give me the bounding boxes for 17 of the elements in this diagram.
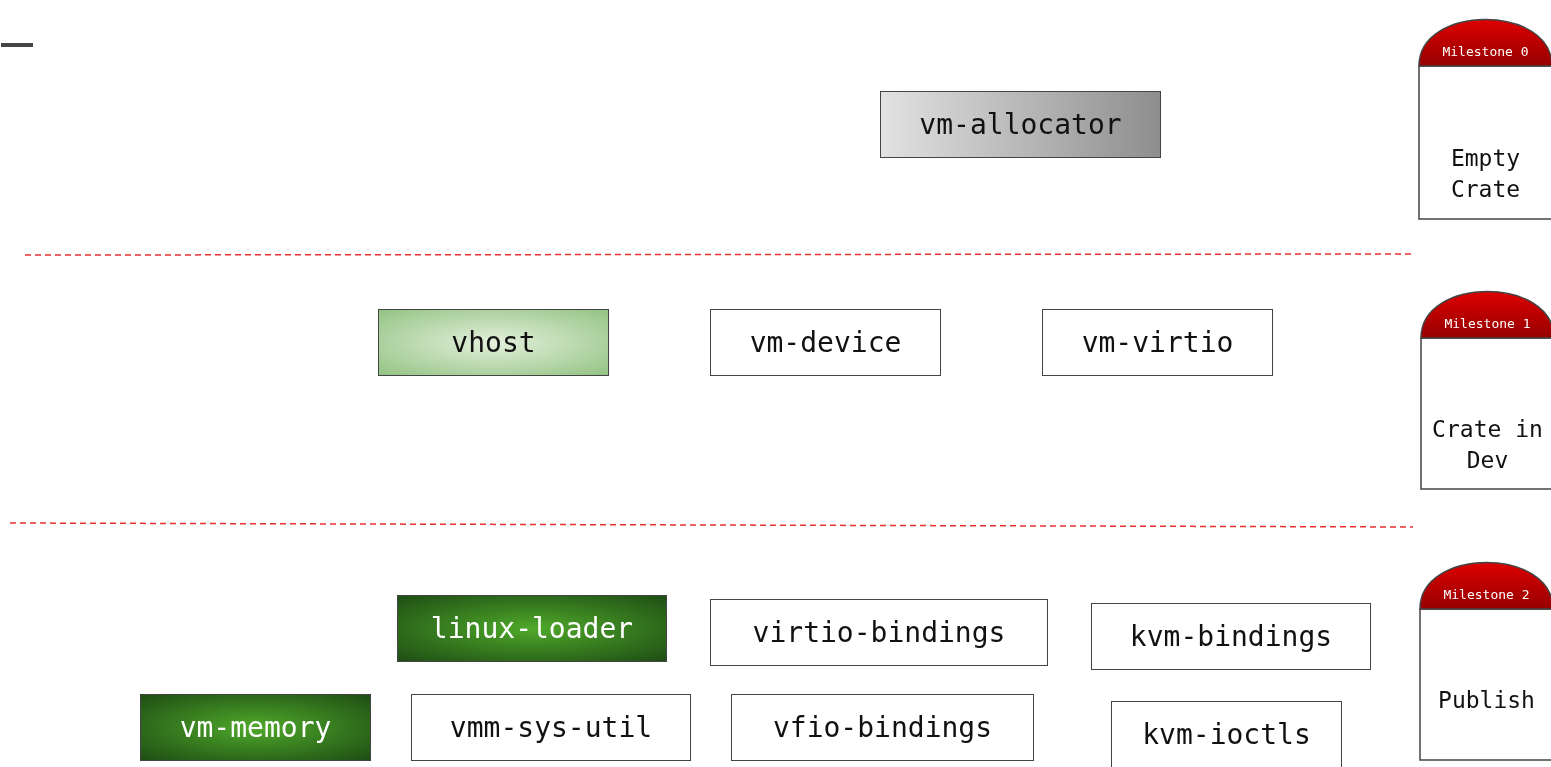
milestone-title: Milestone 2 (1442, 587, 1531, 602)
crate-box: vhost (378, 309, 609, 376)
crate-box: vm-allocator (880, 91, 1161, 158)
crate-box: vm-virtio (1042, 309, 1273, 376)
crate-box: virtio-bindings (710, 599, 1048, 666)
milestone-title: Milestone 1 (1443, 316, 1532, 331)
crate-box: kvm-bindings (1091, 603, 1371, 670)
crate-box: vm-memory (140, 694, 371, 761)
crate-box: vfio-bindings (731, 694, 1034, 761)
milestone-text: Crate in Dev (1431, 415, 1544, 475)
milestone-title: Milestone 0 (1441, 44, 1530, 59)
crate-box: linux-loader (397, 595, 667, 662)
crate-box: kvm-ioctls (1111, 701, 1342, 767)
crate-box: vmm-sys-util (411, 694, 691, 761)
crate-box: vm-device (710, 309, 941, 376)
milestone-text: Empty Crate (1449, 144, 1522, 204)
milestone-text: Publish (1437, 686, 1536, 715)
